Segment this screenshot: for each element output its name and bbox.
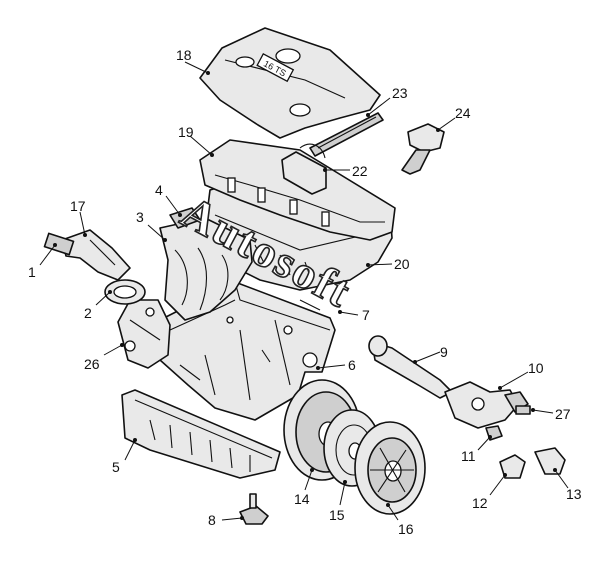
svg-text:16: 16 bbox=[398, 521, 414, 537]
svg-text:8: 8 bbox=[208, 512, 216, 528]
callout-5: 5 bbox=[112, 438, 137, 475]
svg-text:19: 19 bbox=[178, 124, 194, 140]
callout-13: 13 bbox=[553, 468, 582, 502]
callout-9: 9 bbox=[413, 344, 448, 364]
cover-strip bbox=[309, 112, 384, 157]
svg-text:5: 5 bbox=[112, 459, 120, 475]
camshaft-cover bbox=[199, 139, 396, 241]
callout-24: 24 bbox=[436, 105, 471, 132]
callout-16: 16 bbox=[386, 503, 414, 537]
callout-1: 1 bbox=[28, 243, 57, 280]
intake-pipe bbox=[61, 229, 131, 281]
ignition-coil bbox=[401, 123, 445, 175]
bracket-22 bbox=[281, 143, 327, 195]
svg-text:17: 17 bbox=[70, 198, 86, 214]
callout-2: 2 bbox=[84, 290, 112, 321]
callout-15: 15 bbox=[329, 480, 347, 523]
svg-text:27: 27 bbox=[555, 406, 571, 422]
svg-text:14: 14 bbox=[294, 491, 310, 507]
callout-7: 7 bbox=[338, 307, 370, 323]
svg-text:22: 22 bbox=[352, 163, 368, 179]
svg-text:18: 18 bbox=[176, 47, 192, 63]
callout-14: 14 bbox=[294, 468, 314, 507]
thermostat-housing bbox=[444, 381, 529, 429]
callout-22: 22 bbox=[323, 163, 368, 179]
callout-12: 12 bbox=[472, 473, 507, 511]
flange-gasket bbox=[104, 279, 146, 305]
callout-4: 4 bbox=[155, 182, 182, 217]
callout-10: 10 bbox=[498, 360, 544, 390]
callout-6: 6 bbox=[316, 357, 356, 373]
callout-23: 23 bbox=[366, 85, 408, 117]
callout-26: 26 bbox=[84, 343, 124, 372]
seal-7 bbox=[368, 335, 388, 357]
svg-text:7: 7 bbox=[362, 307, 370, 323]
callout-8: 8 bbox=[208, 512, 244, 528]
pressure-plate bbox=[354, 421, 426, 515]
svg-text:24: 24 bbox=[455, 105, 471, 121]
svg-text:4: 4 bbox=[155, 182, 163, 198]
engine-block bbox=[159, 281, 336, 421]
svg-text:9: 9 bbox=[440, 344, 448, 360]
callout-20: 20 bbox=[366, 256, 410, 272]
svg-text:12: 12 bbox=[472, 495, 488, 511]
callout-18: 18 bbox=[176, 47, 210, 75]
svg-text:1: 1 bbox=[28, 264, 36, 280]
svg-text:10: 10 bbox=[528, 360, 544, 376]
svg-text:13: 13 bbox=[566, 486, 582, 502]
svg-text:26: 26 bbox=[84, 356, 100, 372]
svg-text:6: 6 bbox=[348, 357, 356, 373]
svg-text:3: 3 bbox=[136, 209, 144, 225]
exhaust-manifold bbox=[159, 207, 253, 321]
hose-fitting-13 bbox=[534, 447, 566, 475]
callout-17: 17 bbox=[70, 198, 87, 237]
engine-cover: 16 TS bbox=[199, 27, 381, 139]
oil-pan bbox=[121, 389, 281, 479]
connector-1 bbox=[43, 232, 75, 256]
callout-27: 27 bbox=[531, 406, 571, 422]
callout-3: 3 bbox=[136, 209, 167, 242]
temperature-sensor bbox=[515, 405, 531, 415]
callout-11: 11 bbox=[461, 435, 492, 464]
sensor-8 bbox=[239, 493, 269, 525]
svg-text:23: 23 bbox=[392, 85, 408, 101]
svg-text:15: 15 bbox=[329, 507, 345, 523]
catalytic-converter bbox=[117, 299, 171, 369]
svg-text:20: 20 bbox=[394, 256, 410, 272]
svg-text:2: 2 bbox=[84, 305, 92, 321]
callout-19: 19 bbox=[178, 124, 214, 157]
svg-text:11: 11 bbox=[461, 448, 476, 464]
callouts: 1 2 3 4 5 6 7 8 bbox=[28, 47, 582, 537]
